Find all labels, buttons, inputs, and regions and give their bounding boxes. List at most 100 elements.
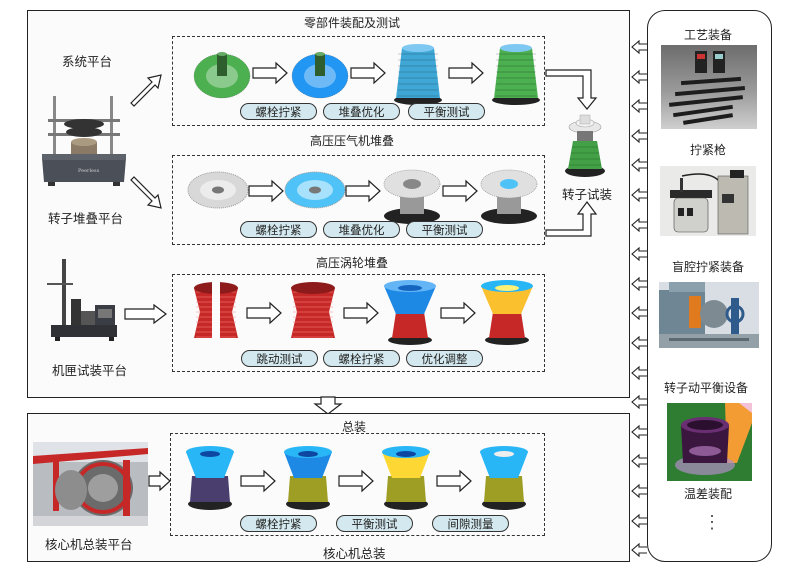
- process-arrow: [252, 61, 288, 85]
- stage-graphic-3: [383, 169, 441, 224]
- svg-text:Peerless: Peerless: [78, 168, 100, 174]
- blind-cavity-machine-icon: [659, 282, 759, 348]
- process-arrow: [248, 179, 284, 203]
- stage-graphic-2: [284, 171, 346, 209]
- process-arrow: [436, 469, 472, 493]
- rotor-stack-platform-label: 转子堆叠平台: [48, 211, 124, 226]
- equipment-feed-arrow: [631, 39, 647, 55]
- step-pill: 螺栓拧紧: [240, 221, 317, 238]
- step-pill: 螺栓拧紧: [240, 515, 317, 532]
- equipment-label: 拧紧枪: [690, 143, 727, 157]
- arrow-compressor-to-rotor-trial: [545, 201, 598, 237]
- equipment-feed-arrow: [631, 98, 647, 114]
- stage-graphic-3: [394, 44, 442, 105]
- step-pill: 堆叠优化: [323, 221, 400, 238]
- step-pill: 平衡测试: [336, 515, 413, 532]
- step-pill: 平衡测试: [408, 103, 485, 120]
- equipment-label: 工艺装备: [684, 28, 733, 42]
- tightening-machine-icon: [670, 170, 749, 235]
- equipment-feed-arrow: [631, 276, 647, 291]
- rotor-trial-label: 转子试装: [562, 187, 613, 202]
- arrow-upper-to-final-assembly: [313, 396, 343, 415]
- equipment-feed-arrow: [631, 217, 647, 232]
- equipment-feed-arrow: [631, 365, 647, 380]
- arrow-components-to-rotor-trial: [545, 69, 598, 110]
- rotor-trial-icon: [565, 114, 605, 177]
- arrow-core-platform-to-assembly: [148, 470, 171, 492]
- equipment-label: 盲腔拧紧装备: [672, 260, 745, 274]
- stage-graphic-1: [186, 446, 234, 510]
- arrow-platform-to-compressor: [130, 176, 162, 209]
- process-arrow: [345, 179, 381, 203]
- stage-graphic-1: [194, 280, 238, 344]
- equipment-feed-arrow: [631, 542, 647, 558]
- equipment-feed-arrow: [631, 187, 647, 203]
- casing-trial-platform-photo: [47, 255, 122, 345]
- stage-graphic-2: [291, 52, 349, 99]
- equipment-feed-arrow: [631, 483, 647, 499]
- step-pill: 堆叠优化: [323, 103, 400, 120]
- rotor-balancing-photo: [667, 403, 752, 481]
- stage-graphic-2: [291, 282, 335, 338]
- core-engine-platform-photo: [33, 442, 148, 526]
- group-title-components: 零部件装配及测试: [304, 16, 401, 30]
- step-pill: 跳动测试: [241, 350, 318, 367]
- process-arrow: [343, 301, 379, 325]
- core-engine-platform-label: 核心机总装平台: [45, 537, 133, 552]
- step-pill: 螺栓拧紧: [240, 103, 317, 120]
- equipment-feed-arrow: [631, 128, 647, 143]
- stage-graphic-2: [284, 446, 332, 510]
- step-pill: 螺栓拧紧: [323, 350, 400, 367]
- step-pill: 优化调整: [406, 350, 483, 367]
- equipment-feed-arrow: [631, 394, 647, 410]
- equipment-feed-arrow: [631, 158, 647, 173]
- rotor-stack-platform-photo: Peerless: [38, 94, 130, 190]
- group-title-turbine: 高压涡轮堆叠: [316, 256, 389, 270]
- stage-graphic-4: [492, 44, 540, 105]
- stage-graphic-4: [481, 280, 533, 345]
- stage-graphic-3: [384, 280, 436, 345]
- more-equipment-ellipsis: ⋮: [703, 512, 721, 533]
- stage-graphic-3: [382, 446, 430, 510]
- process-arrow: [338, 469, 374, 493]
- stage-graphic-1: [193, 52, 251, 99]
- core-engine-assembly-caption: 核心机总装: [323, 546, 386, 561]
- final-assembly-box: [170, 433, 545, 536]
- casing-trial-machine-icon: [47, 259, 117, 341]
- equipment-feed-arrow: [631, 306, 647, 321]
- equipment-feed-arrow: [631, 335, 647, 351]
- equipment-label: 温差装配: [684, 487, 733, 501]
- arrow-system-to-components: [130, 74, 162, 107]
- equipment-feed-arrow: [631, 424, 647, 439]
- stage-graphic-4: [480, 169, 538, 224]
- process-arrow: [350, 61, 386, 85]
- process-arrow: [240, 469, 276, 493]
- final-assembly-title: 总装: [342, 420, 367, 434]
- equipment-feed-arrow: [631, 69, 647, 84]
- rotor-stack-machine-icon: Peerless: [42, 96, 126, 186]
- tool-set-icon: [668, 51, 746, 125]
- process-equipment-photo: [661, 45, 757, 129]
- process-arrow: [448, 61, 484, 85]
- equipment-feed-arrow: [631, 454, 647, 469]
- step-pill: 间隙测量: [432, 515, 509, 532]
- stage-graphic-4: [480, 446, 528, 510]
- equipment-feed-arrow: [631, 513, 647, 528]
- casing-trial-platform-label: 机匣试装平台: [52, 363, 128, 378]
- equipment-feed-arrow: [631, 246, 647, 262]
- tightening-gun-photo: [660, 166, 756, 236]
- equipment-label: 转子动平衡设备: [664, 381, 749, 395]
- process-arrow: [246, 301, 282, 325]
- arrow-casing-to-turbine: [124, 303, 167, 325]
- step-pill: 平衡测试: [406, 221, 483, 238]
- stage-graphic-1: [187, 171, 249, 209]
- core-engine-icon: [33, 442, 148, 526]
- blind-cavity-tightening-photo: [659, 282, 759, 348]
- group-box-turbine: [172, 274, 545, 372]
- system-platform-label: 系统平台: [62, 54, 113, 69]
- process-arrow: [442, 179, 478, 203]
- rotor-balancing-icon: [675, 403, 752, 475]
- group-title-compressor: 高压压气机堆叠: [310, 134, 395, 148]
- group-box-components: [172, 36, 545, 126]
- group-box-compressor: [172, 155, 545, 245]
